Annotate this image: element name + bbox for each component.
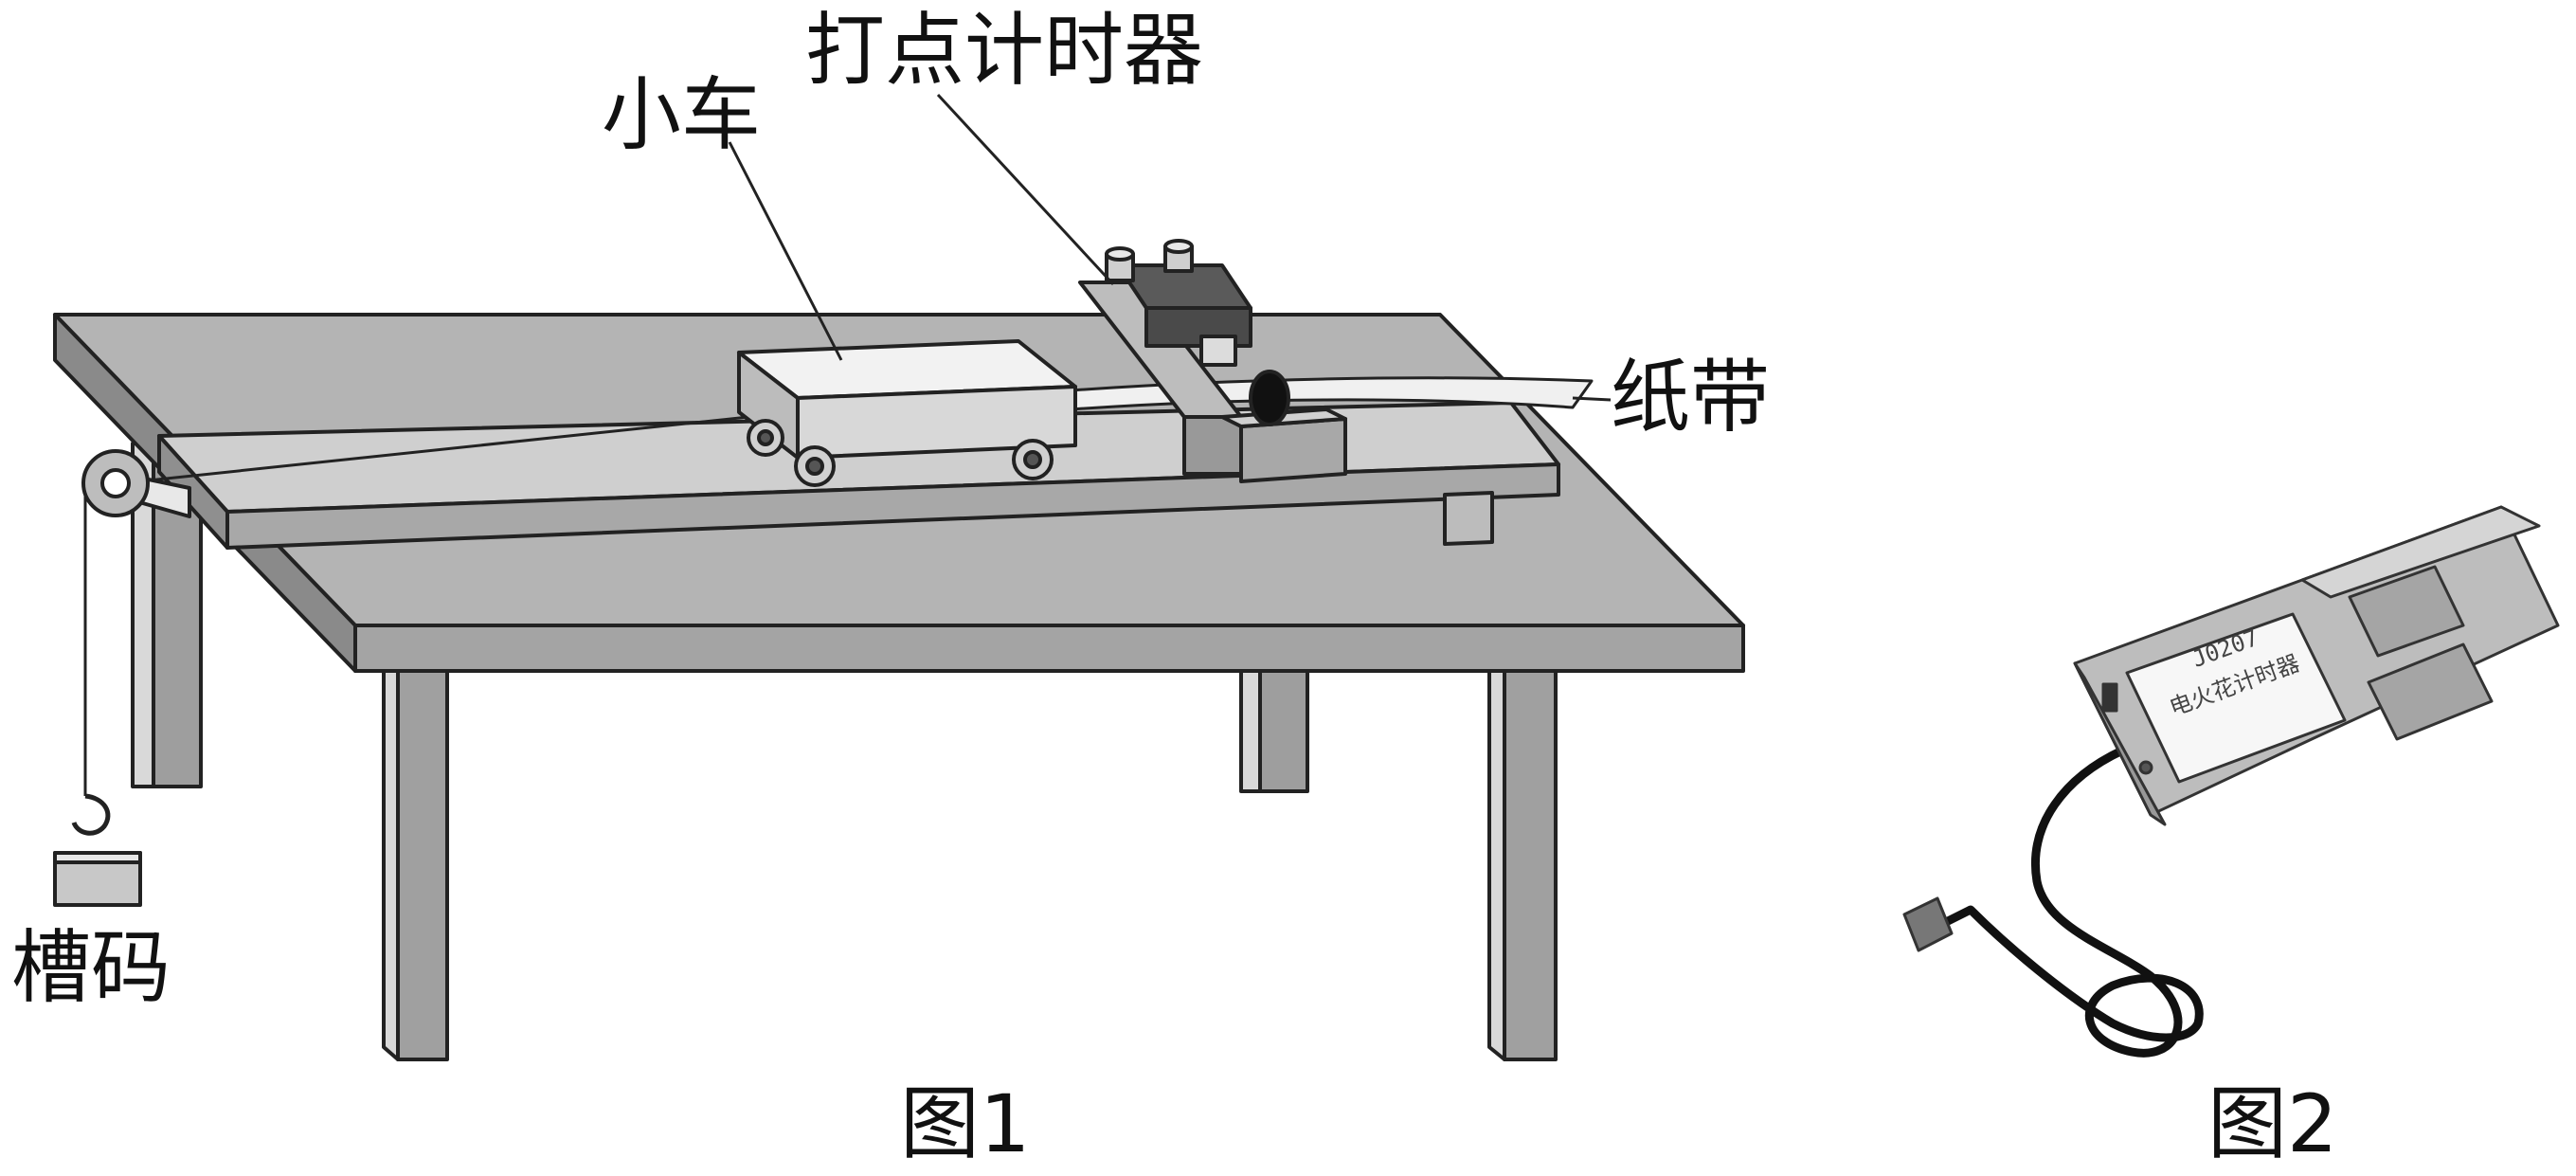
- device-label-panel: [2125, 612, 2347, 784]
- string: [120, 415, 749, 485]
- table-front-legs: [382, 669, 1558, 1061]
- figure-1: [53, 93, 1745, 1061]
- hooked-weights: [53, 793, 142, 907]
- cart: [737, 339, 1077, 487]
- tape-label: 纸带: [1611, 351, 1770, 443]
- weights-label: 槽码: [11, 921, 171, 1014]
- pulley: [81, 449, 191, 518]
- device-switch: [2101, 682, 2118, 713]
- power-cord: [1966, 746, 2204, 1058]
- figure-1-caption: 图1: [900, 1077, 1030, 1170]
- ticker-timer: [1078, 239, 1347, 483]
- figure-2-spark-timer: [1902, 505, 2560, 1058]
- figure-2-caption: 图2: [2207, 1077, 2337, 1170]
- cart-label: 小车: [602, 68, 761, 161]
- cart-wheels: [747, 419, 1054, 487]
- leader-lines: [728, 93, 1612, 402]
- timer-label: 打点计时器: [805, 4, 1203, 97]
- plug: [1902, 896, 1954, 952]
